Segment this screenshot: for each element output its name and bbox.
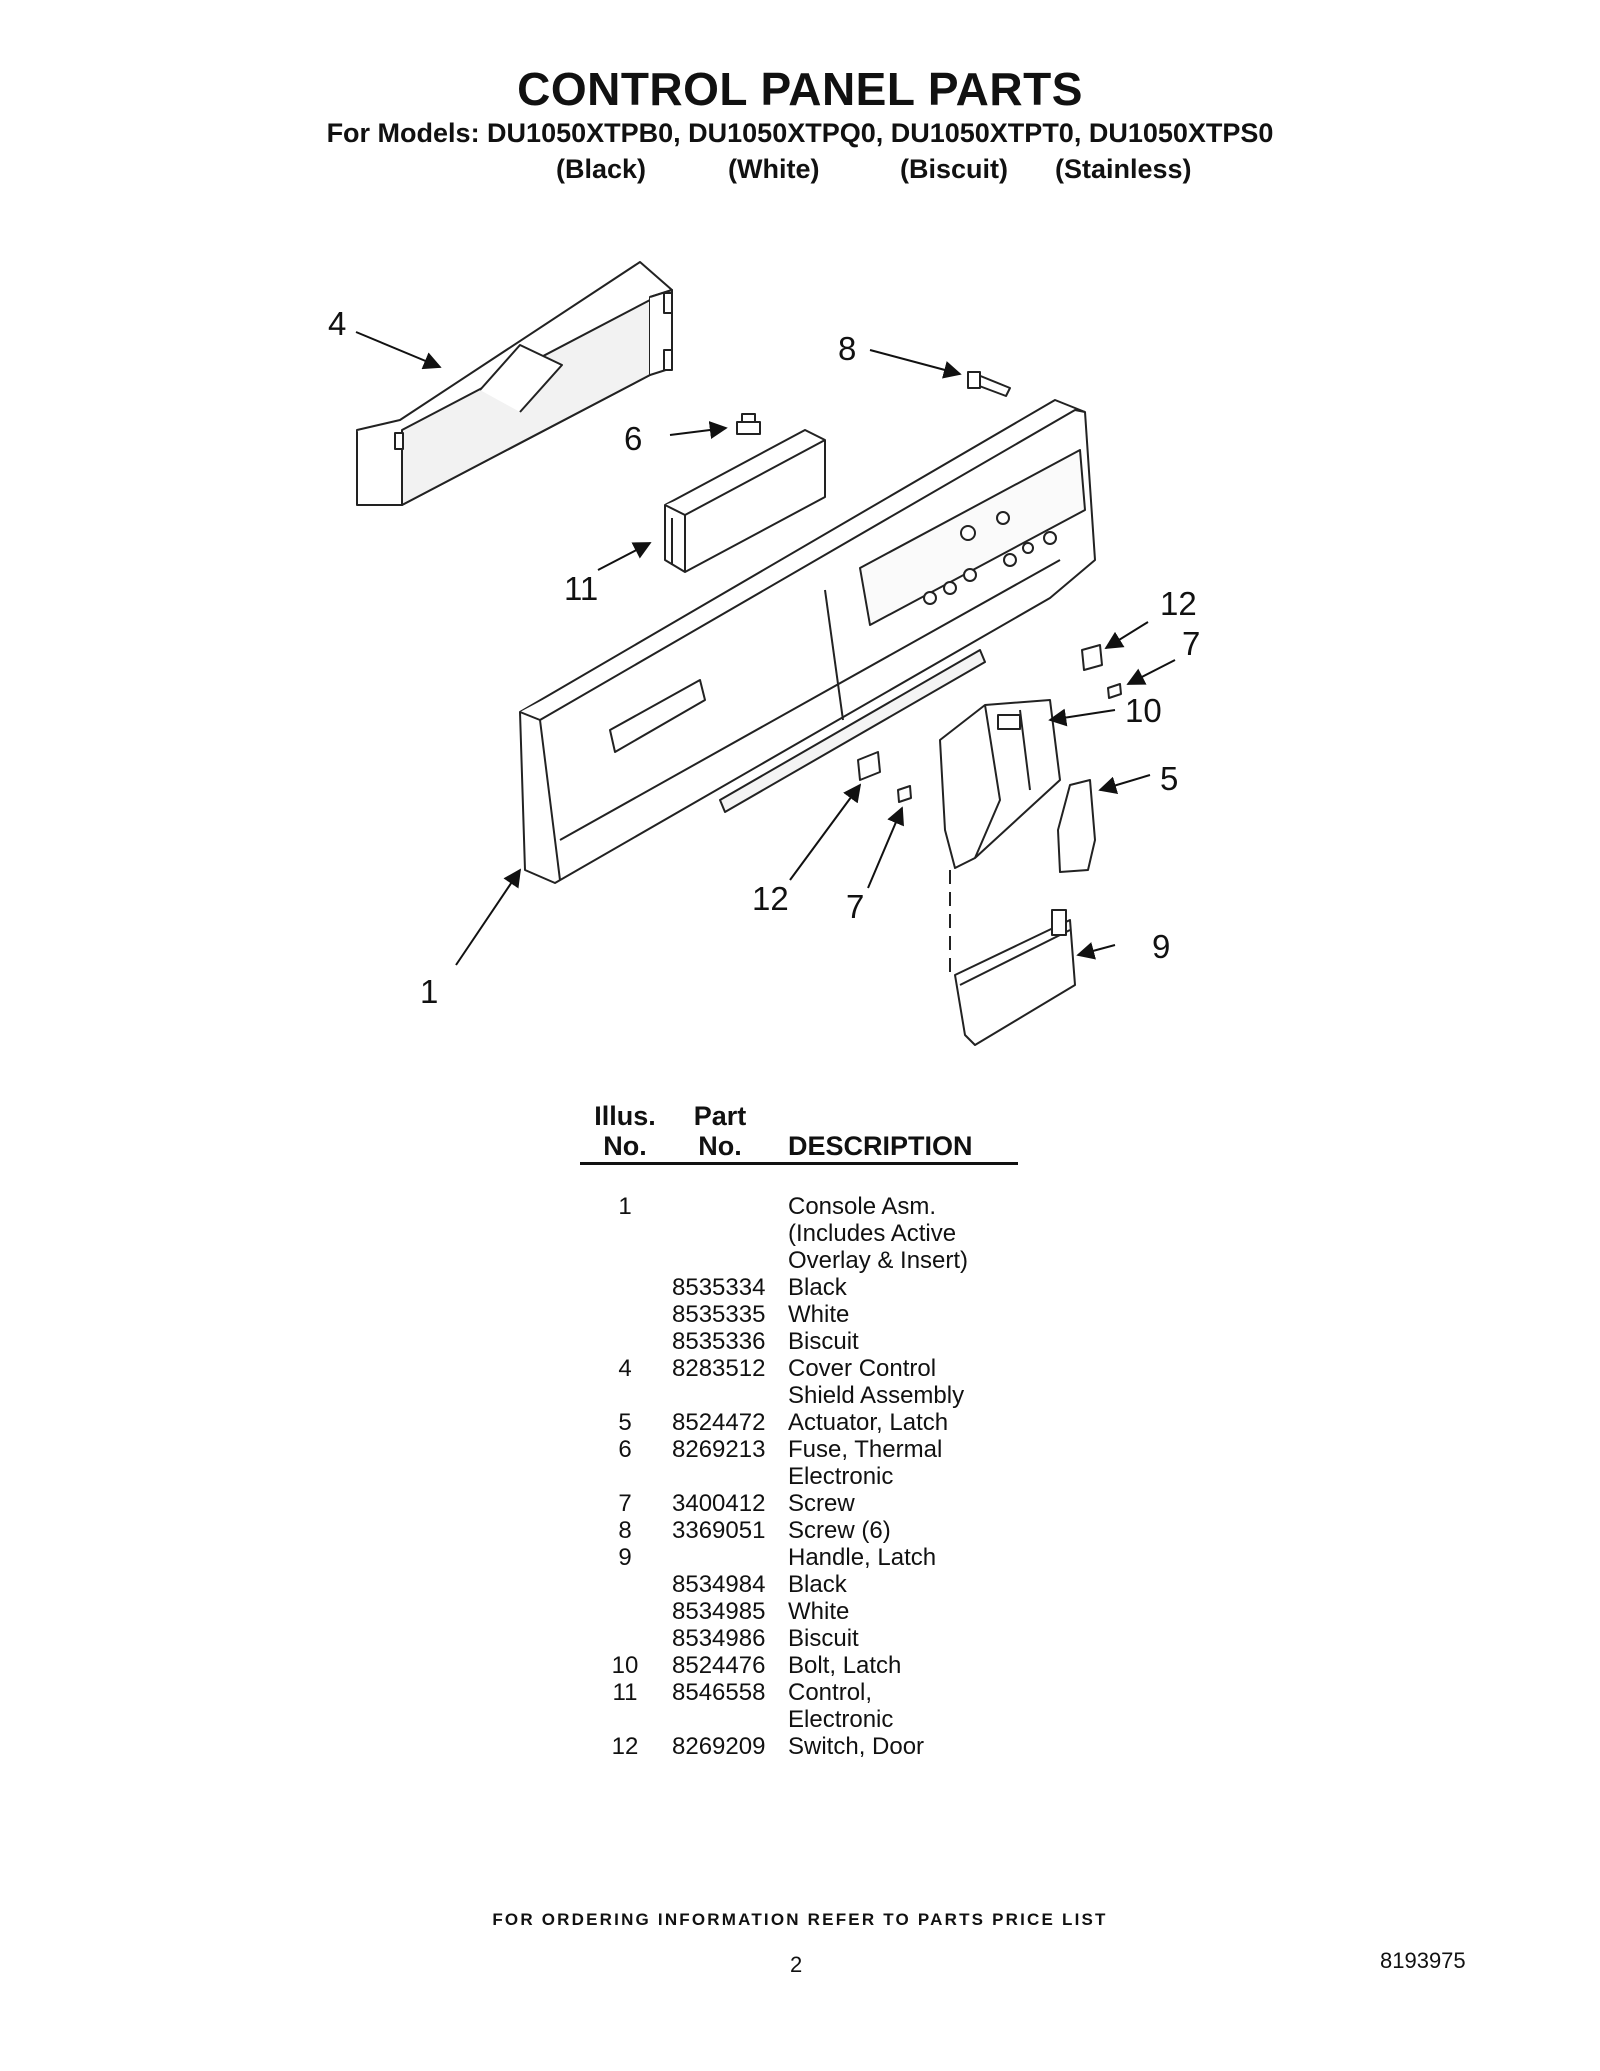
illus-no: 1 bbox=[618, 1193, 632, 1220]
callout-12-lower: 12 bbox=[752, 880, 789, 917]
description: (Includes Active bbox=[788, 1220, 957, 1247]
description: Cover Control bbox=[788, 1355, 937, 1382]
illus-no: 6 bbox=[618, 1436, 632, 1463]
latch-actuator-part bbox=[1057, 779, 1096, 873]
leader-arrow-10 bbox=[1048, 708, 1116, 727]
leader-arrow-4 bbox=[355, 331, 442, 370]
illus-no: 8 bbox=[618, 1517, 632, 1544]
cover-control-shield-part bbox=[356, 261, 673, 506]
color-label-stainless: (Stainless) bbox=[1055, 154, 1192, 184]
description: Biscuit bbox=[788, 1625, 859, 1652]
description: Bolt, Latch bbox=[788, 1652, 902, 1679]
part-no: 3369051 bbox=[672, 1517, 766, 1544]
description: Switch, Door bbox=[788, 1733, 925, 1760]
illus-no: 11 bbox=[612, 1679, 638, 1706]
callout-7-right: 7 bbox=[1182, 625, 1200, 662]
description: Biscuit bbox=[788, 1328, 859, 1355]
leader-arrow-8 bbox=[869, 349, 962, 379]
screw-7-part-lower bbox=[897, 785, 912, 803]
description: Screw bbox=[788, 1490, 855, 1517]
callout-8: 8 bbox=[838, 330, 856, 367]
leader-arrow-12-right bbox=[1104, 621, 1149, 649]
leader-arrow-5 bbox=[1098, 774, 1151, 794]
part-no: 8524476 bbox=[672, 1652, 766, 1679]
exploded-parts-diagram: 4 8 6 11 12 7 10 5 12 7 9 1 bbox=[328, 261, 1200, 1046]
callout-5: 5 bbox=[1160, 760, 1178, 797]
header-description: DESCRIPTION bbox=[788, 1131, 973, 1161]
header-part-line1: Part bbox=[693, 1101, 747, 1131]
illus-no: 12 bbox=[611, 1733, 639, 1760]
screw-7-part-right bbox=[1107, 683, 1122, 699]
description: Overlay & Insert) bbox=[788, 1247, 969, 1274]
description: Fuse, Thermal bbox=[788, 1436, 943, 1463]
leader-arrow-12-lower bbox=[789, 783, 862, 881]
callout-1: 1 bbox=[420, 973, 438, 1010]
console-assembly-part bbox=[519, 399, 1096, 884]
illus-no: 4 bbox=[618, 1355, 632, 1382]
latch-bolt-part bbox=[939, 699, 1061, 869]
illus-no: 5 bbox=[618, 1409, 632, 1436]
color-label-biscuit: (Biscuit) bbox=[900, 154, 1008, 184]
thermal-fuse-part bbox=[736, 413, 761, 435]
page-number: 2 bbox=[790, 1952, 803, 1977]
header-illus-line1: Illus. bbox=[594, 1101, 656, 1131]
callout-6: 6 bbox=[624, 420, 642, 457]
callout-7-lower: 7 bbox=[846, 888, 864, 925]
models-line: For Models: DU1050XTPB0, DU1050XTPQ0, DU… bbox=[326, 118, 1274, 148]
leader-arrow-1 bbox=[455, 868, 522, 966]
description: Handle, Latch bbox=[788, 1544, 937, 1571]
description: Screw (6) bbox=[788, 1517, 891, 1544]
part-no: 8283512 bbox=[672, 1355, 766, 1382]
document-number: 8193975 bbox=[1380, 1948, 1466, 1973]
description: White bbox=[788, 1301, 850, 1328]
header-part-line2: No. bbox=[698, 1131, 742, 1161]
callout-4: 4 bbox=[328, 305, 346, 342]
screw-8-part bbox=[967, 371, 1011, 397]
illus-no: 9 bbox=[618, 1544, 632, 1571]
part-no: 8535335 bbox=[672, 1301, 766, 1328]
part-no: 8534985 bbox=[672, 1598, 766, 1625]
leader-arrow-9 bbox=[1076, 942, 1116, 960]
callout-9: 9 bbox=[1152, 928, 1170, 965]
header-illus-line2: No. bbox=[603, 1131, 647, 1161]
description: Electronic bbox=[788, 1706, 894, 1733]
color-label-black: (Black) bbox=[556, 154, 647, 184]
description: Electronic bbox=[788, 1463, 894, 1490]
description: Actuator, Latch bbox=[788, 1409, 949, 1436]
leader-arrow-7-right bbox=[1126, 659, 1176, 685]
part-no: 8524472 bbox=[672, 1409, 766, 1436]
color-label-white: (White) bbox=[728, 154, 820, 184]
electronic-control-part bbox=[664, 429, 826, 573]
part-no: 8535334 bbox=[672, 1274, 766, 1301]
description: White bbox=[788, 1598, 850, 1625]
leader-arrow-7-lower bbox=[867, 806, 904, 889]
callout-11: 11 bbox=[564, 570, 598, 607]
part-no: 8534984 bbox=[672, 1571, 766, 1598]
callout-10: 10 bbox=[1125, 692, 1162, 729]
page-title: CONTROL PANEL PARTS bbox=[517, 63, 1083, 115]
part-no: 8535336 bbox=[672, 1328, 766, 1355]
callout-12-right: 12 bbox=[1160, 585, 1197, 622]
part-no: 8269209 bbox=[672, 1733, 766, 1760]
part-no: 8534986 bbox=[672, 1625, 766, 1652]
part-no: 3400412 bbox=[672, 1490, 766, 1517]
illus-no: 7 bbox=[618, 1490, 632, 1517]
door-switch-part-right bbox=[1081, 644, 1103, 671]
description: Console Asm. bbox=[788, 1193, 937, 1220]
ordering-note: FOR ORDERING INFORMATION REFER TO PARTS … bbox=[492, 1910, 1108, 1929]
description: Black bbox=[788, 1274, 847, 1301]
illus-no: 10 bbox=[611, 1652, 639, 1679]
description: Shield Assembly bbox=[788, 1382, 965, 1409]
description: Black bbox=[788, 1571, 847, 1598]
leader-arrow-11 bbox=[597, 542, 652, 571]
part-no: 8269213 bbox=[672, 1436, 766, 1463]
door-switch-part-lower bbox=[857, 751, 881, 781]
header-rule bbox=[580, 1162, 1018, 1165]
part-no: 8546558 bbox=[672, 1679, 766, 1706]
latch-handle-part bbox=[954, 909, 1076, 1046]
description: Control, bbox=[788, 1679, 873, 1706]
leader-arrow-6 bbox=[669, 421, 728, 439]
